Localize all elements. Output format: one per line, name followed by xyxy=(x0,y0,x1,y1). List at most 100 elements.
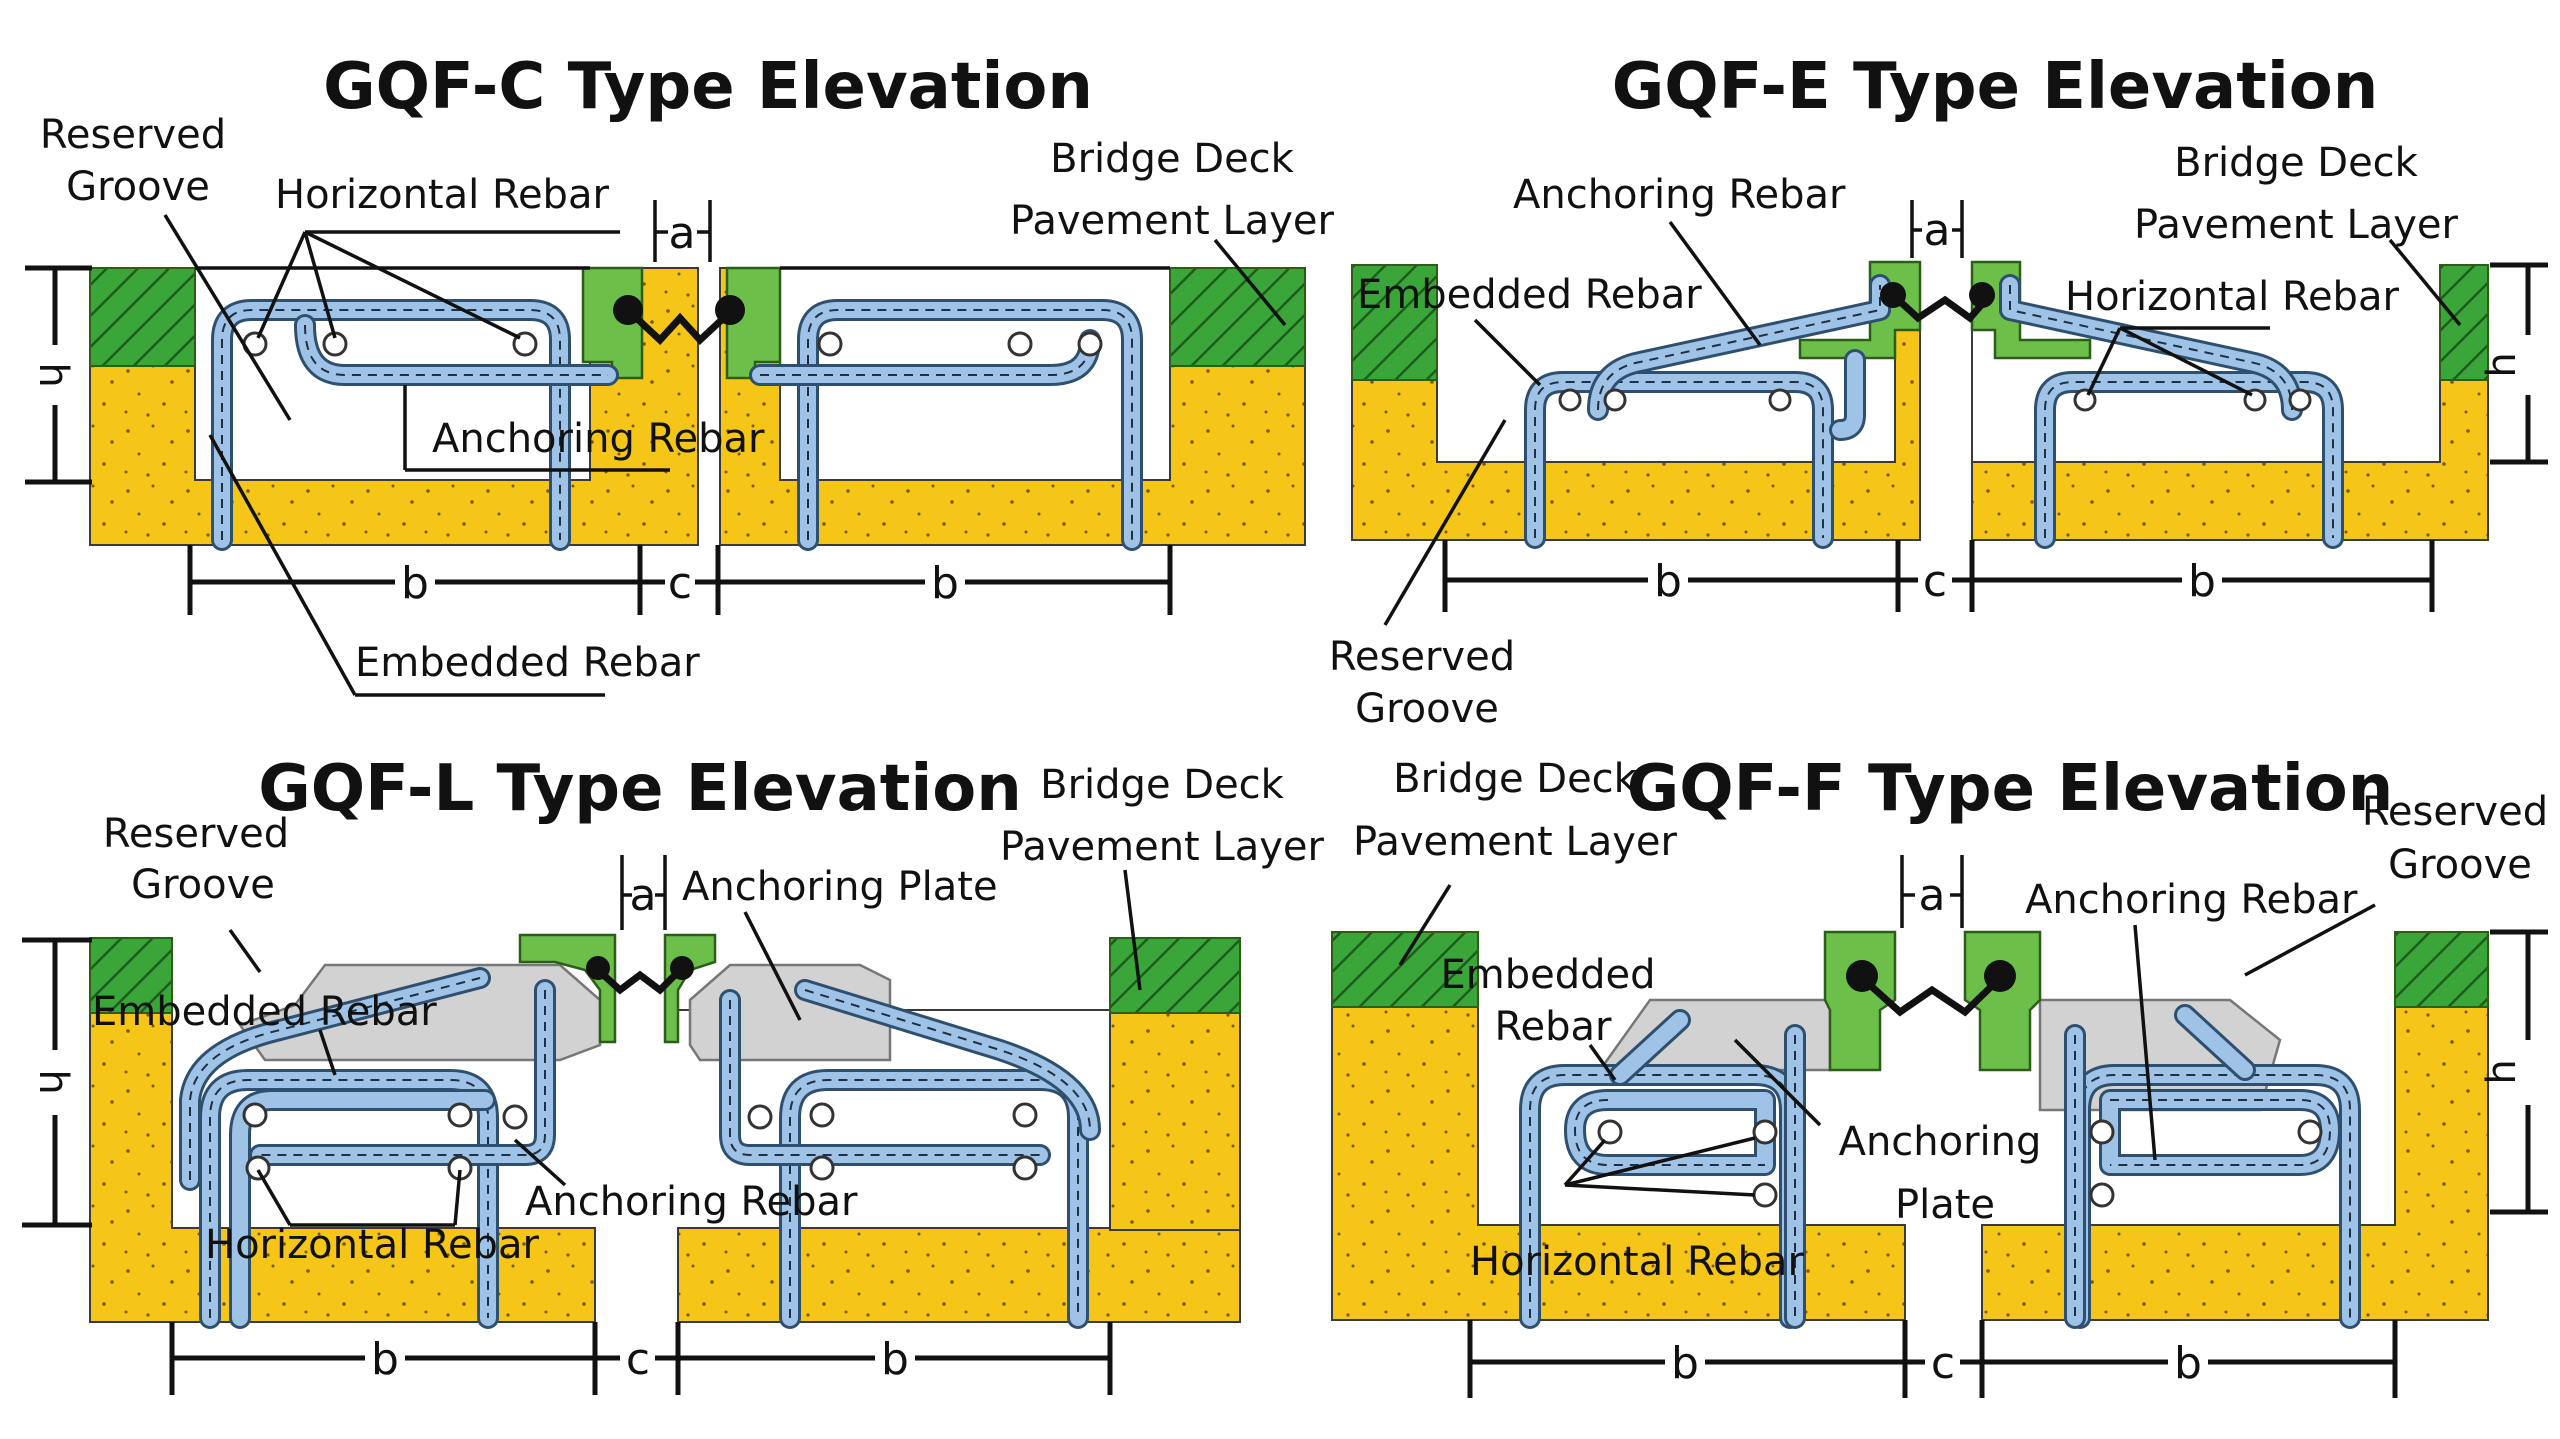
horizontal-rebar xyxy=(2297,1119,2323,1145)
leader-horizontal-rebar xyxy=(1564,1136,1756,1187)
panel-title: GQF-L Type Elevation xyxy=(258,752,1022,826)
horizontal-rebar xyxy=(502,1104,528,1130)
horizontal-rebar xyxy=(1752,1119,1778,1145)
seal-bulb xyxy=(1880,282,1906,308)
leader-bridge-deck xyxy=(2388,238,2462,327)
leader-embedded-rebar xyxy=(318,1029,337,1076)
panel-gqf-e: GQF-E Type Elevation a xyxy=(1329,50,2548,732)
label-horizontal-rebar: Horizontal Rebar xyxy=(275,172,609,218)
anchoring-rebar-left-dash xyxy=(1597,285,1881,411)
label-reserved-groove: Reserved xyxy=(40,112,226,158)
leader-bridge-deck xyxy=(1398,884,1452,966)
label-embedded-rebar: Embedded Rebar xyxy=(355,640,700,686)
label-horizontal-rebar: Horizontal Rebar xyxy=(205,1222,539,1268)
leader-embedded-rebar xyxy=(1588,1043,1617,1082)
panel-title: GQF-C Type Elevation xyxy=(323,50,1093,124)
leader-reserved-groove xyxy=(1383,419,1507,626)
horizontal-rebar xyxy=(245,1155,271,1181)
anchoring-rebar-right-dash xyxy=(804,989,1091,1131)
horizontal-rebar xyxy=(1768,388,1792,412)
horizontal-rebar xyxy=(747,1104,773,1130)
pavement-layer-right xyxy=(1109,937,1241,1014)
rubber-seal xyxy=(595,967,683,995)
dimension-h: h xyxy=(2479,1059,2525,1084)
label-horizontal-rebar: Horizontal Rebar xyxy=(2065,274,2399,320)
label-anchoring-plate: Plate xyxy=(1895,1182,1995,1228)
label-bridge-deck: Bridge Deck xyxy=(1050,136,1295,182)
label-embedded-rebar: Embedded Rebar xyxy=(1357,272,1702,318)
rubber-seal xyxy=(1890,292,1993,323)
label-reserved-groove: Reserved xyxy=(2362,789,2548,835)
leader-anchoring-rebar xyxy=(513,1138,567,1187)
anchoring-rebar-right-loop-dash xyxy=(2110,1099,2331,1166)
anchoring-rebar-right-loop xyxy=(2099,1089,2341,1176)
label-anchoring-rebar: Anchoring Rebar xyxy=(525,1179,858,1225)
embedded-rebar-left-dash xyxy=(221,309,561,540)
rubber-seal xyxy=(627,309,733,345)
seal-bulb xyxy=(613,295,643,325)
label-anchoring-rebar: Anchoring Rebar xyxy=(432,416,765,462)
seal-bulb xyxy=(586,956,610,980)
horizontal-rebar xyxy=(1603,388,1627,412)
label-reserved-groove: Groove xyxy=(66,164,210,210)
label-bridge-deck: Pavement Layer xyxy=(1000,824,1325,870)
label-anchoring-plate: Anchoring xyxy=(1839,1119,2042,1165)
dimension-c: c xyxy=(626,1334,650,1385)
leader-embedded-rebar xyxy=(208,434,357,696)
horizontal-rebar xyxy=(2089,1182,2115,1208)
label-bridge-deck: Pavement Layer xyxy=(1010,198,1335,244)
embedded-rebar-left-dash xyxy=(1534,381,1824,538)
seal-bulb xyxy=(670,956,694,980)
pavement-layer-left xyxy=(89,937,173,1014)
horizontal-rebar xyxy=(1752,1182,1778,1208)
anchoring-rebar-left-dash xyxy=(189,977,481,1180)
leader-horizontal-rebar xyxy=(256,231,307,339)
leader-anchoring-plate xyxy=(1733,1038,1822,1127)
embedded-rebar-right-dash xyxy=(2044,381,2334,538)
leader-horizontal-rebar xyxy=(453,1169,462,1226)
leader-anchoring-plate xyxy=(743,911,802,1021)
horizontal-rebar xyxy=(809,1102,835,1128)
label-bridge-deck: Bridge Deck xyxy=(2174,140,2419,186)
anchoring-rebar-right-diag-body xyxy=(2177,1007,2253,1078)
dimension-b-left: b xyxy=(1671,1338,1699,1389)
dimension-b-left: b xyxy=(401,558,429,609)
label-bridge-deck: Pavement Layer xyxy=(2134,202,2459,248)
dimension-c: c xyxy=(1923,556,1947,607)
anchoring-rebar-left-hook-body xyxy=(1832,352,1863,438)
leader-horizontal-rebar xyxy=(2086,327,2122,396)
dimension-b-right: b xyxy=(2174,1338,2202,1389)
leader-anchoring-rebar xyxy=(1668,220,1762,347)
leader-reserved-groove xyxy=(2244,903,2376,977)
horizontal-rebar xyxy=(1012,1102,1038,1128)
rubber-seal xyxy=(1859,975,2003,1017)
horizontal-rebar xyxy=(1597,1119,1623,1145)
panel-title: GQF-E Type Elevation xyxy=(1612,50,2379,124)
pavement-layer-left xyxy=(1331,931,1479,1008)
dimension-h: h xyxy=(2479,352,2525,377)
dimension-c: c xyxy=(668,558,692,609)
leader-horizontal-rebar xyxy=(304,230,521,340)
anchoring-rebar-left-loop-dash xyxy=(1574,1099,1765,1166)
horizontal-rebar xyxy=(809,1155,835,1181)
panel-gqf-f: GQF-F Type Elevation xyxy=(1331,752,2548,1398)
label-bridge-deck: Bridge Deck xyxy=(1040,762,1285,808)
dimension-b-left: b xyxy=(1654,556,1682,607)
dimension-c: c xyxy=(1931,1338,1955,1389)
seal-bulb xyxy=(715,295,745,325)
seal-bulb xyxy=(1984,960,2016,992)
anchoring-rebar-left-dash xyxy=(304,324,608,376)
panel-gqf-c: GQF-C Type Elevation a xyxy=(25,50,1335,697)
label-reserved-groove: Groove xyxy=(131,862,275,908)
pavement-layer-right xyxy=(2394,931,2489,1008)
pavement-layer-left xyxy=(89,267,196,367)
leader-embedded-rebar xyxy=(1473,318,1542,387)
label-anchoring-rebar: Anchoring Rebar xyxy=(1513,172,1846,218)
seal-bulb xyxy=(1846,960,1878,992)
panel-gqf-l: GQF-L Type Elevation xyxy=(22,752,1325,1395)
anchoring-rebar-left-diag-body xyxy=(1612,1012,1688,1083)
steel-profile-left xyxy=(1823,930,1897,1072)
embedded-rebar-left-dash xyxy=(209,1079,489,1318)
pavement-layer-right xyxy=(1169,267,1306,367)
